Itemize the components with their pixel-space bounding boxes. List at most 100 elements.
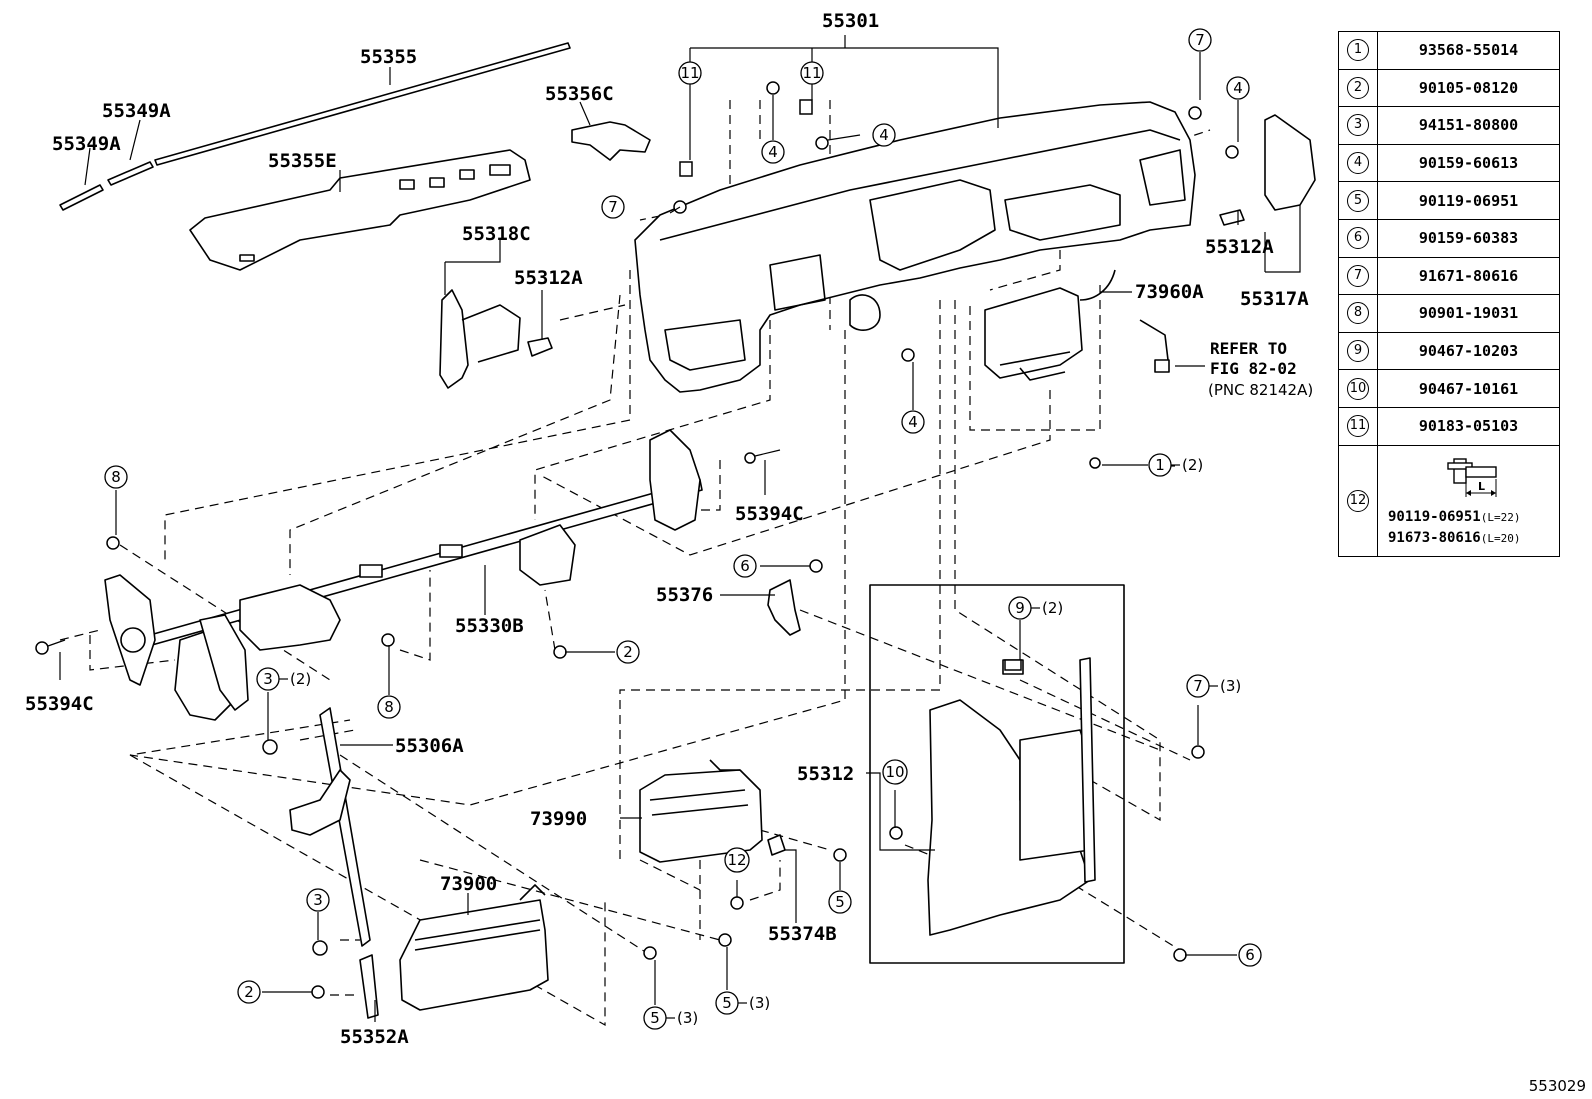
table-index-cell: 1 bbox=[1338, 31, 1378, 70]
svg-text:7: 7 bbox=[608, 198, 618, 216]
part-73960a-airbag bbox=[984, 269, 1170, 381]
label-73990: 73990 bbox=[530, 808, 587, 830]
svg-text:(3): (3) bbox=[749, 994, 770, 1012]
table-index-cell: 7 bbox=[1338, 256, 1378, 296]
bolt-2-mid bbox=[553, 645, 567, 659]
label-55318c: 55318C bbox=[462, 223, 531, 245]
callout-7-top: 7 bbox=[601, 195, 625, 219]
part-73900-glovebox-airbag bbox=[399, 884, 549, 1011]
callout-4-a: 4 bbox=[761, 140, 785, 164]
table-part-cell: 90183-05103 bbox=[1377, 406, 1560, 446]
label-55312a-left: 55312A bbox=[514, 267, 583, 289]
callout-11-right: 11 bbox=[800, 61, 824, 85]
refer-line-3: (PNC 82142A) bbox=[1208, 381, 1313, 399]
table-part-cell: 91671-80616 bbox=[1377, 256, 1560, 296]
svg-text:(2): (2) bbox=[290, 670, 311, 688]
callout-5-b: 5(3) bbox=[715, 991, 770, 1015]
label-55330b: 55330B bbox=[455, 615, 524, 637]
table-part-cell: 90105-08120 bbox=[1377, 68, 1560, 108]
callout-7-low: 7 (3) bbox=[1186, 674, 1241, 698]
svg-text:7: 7 bbox=[1193, 677, 1203, 695]
bolt-55394c-mid bbox=[744, 449, 781, 464]
table-part-cell: 93568-55014 bbox=[1377, 31, 1560, 70]
fasteners bbox=[35, 81, 1239, 999]
svg-text:4: 4 bbox=[908, 413, 918, 431]
part-55301-instrument-panel bbox=[634, 101, 1196, 393]
svg-text:(3): (3) bbox=[1220, 677, 1241, 695]
label-55356c: 55356C bbox=[545, 83, 614, 105]
callout-7-right: 7 bbox=[1188, 28, 1212, 52]
table-index-cell: 5 bbox=[1338, 181, 1378, 220]
svg-text:8: 8 bbox=[111, 468, 121, 486]
bolt-5-a bbox=[643, 946, 657, 960]
table-part-cell: 90159-60383 bbox=[1377, 218, 1560, 258]
svg-text:(3): (3) bbox=[677, 1009, 698, 1027]
refer-line-2: FIG 82-02 bbox=[1210, 359, 1297, 378]
label-55312a-right: 55312A bbox=[1205, 236, 1274, 258]
table-index-cell: 2 bbox=[1338, 68, 1378, 108]
refer-note: REFER TO FIG 82-02 (PNC 82142A) bbox=[1208, 339, 1313, 399]
table-part-cell: 90467-10161 bbox=[1377, 369, 1560, 408]
bolt-3-a bbox=[262, 739, 278, 755]
part-55355-molding bbox=[154, 42, 571, 166]
svg-text:5: 5 bbox=[835, 893, 845, 911]
svg-text:2: 2 bbox=[244, 983, 254, 1001]
bolt-7-low bbox=[1191, 745, 1205, 759]
part-55355e-panel bbox=[189, 149, 531, 271]
callout-1: 1(2) bbox=[1148, 453, 1203, 477]
bolt-55394c-left bbox=[35, 639, 66, 655]
bolt-6-mid bbox=[809, 559, 823, 573]
svg-text:6: 6 bbox=[1245, 946, 1255, 964]
clip-11-a bbox=[679, 161, 693, 177]
callout-11-left: 11 bbox=[678, 61, 702, 85]
svg-text:4: 4 bbox=[768, 143, 778, 161]
alt-part-a: 90119-06951(L=22) bbox=[1388, 508, 1521, 525]
label-55376: 55376 bbox=[656, 584, 713, 606]
bolt-5-c bbox=[833, 848, 847, 862]
part-55330b-reinforcement bbox=[104, 429, 703, 721]
part-55317a-side-panel bbox=[1219, 114, 1316, 226]
callout-12: 12 bbox=[724, 847, 750, 873]
part-55349a-trim-left bbox=[59, 161, 154, 211]
clip-9 bbox=[1004, 659, 1022, 671]
callout-6-low: 6 bbox=[1238, 943, 1262, 967]
callout-3-b: 3 bbox=[306, 888, 330, 912]
svg-text:9: 9 bbox=[1015, 599, 1025, 617]
svg-text:2: 2 bbox=[623, 643, 633, 661]
part-labels: 55301 55355 55349A 55349A 55355E 55356C … bbox=[25, 10, 1309, 1048]
callout-6-mid: 6 bbox=[733, 554, 757, 578]
label-55317a: 55317A bbox=[1240, 288, 1309, 310]
leader-lines bbox=[59, 35, 1301, 1022]
table-part-cell: 90467-10203 bbox=[1377, 331, 1560, 371]
callout-8-mid: 8 bbox=[377, 695, 401, 719]
callout-5-c: 5 bbox=[828, 890, 852, 914]
bolt-3-b bbox=[312, 940, 328, 956]
table-index-cell: 6 bbox=[1338, 218, 1378, 258]
svg-text:6: 6 bbox=[740, 557, 750, 575]
svg-text:12: 12 bbox=[727, 851, 746, 869]
clip-11-b bbox=[799, 99, 813, 115]
svg-text:11: 11 bbox=[680, 64, 699, 82]
svg-text:5: 5 bbox=[650, 1009, 660, 1027]
part-55312-lower-panel bbox=[869, 584, 1125, 964]
callout-8-top: 8 bbox=[104, 465, 128, 489]
callouts: 11 11 4 4 7 7 4 4 1(2) 8 6 2 3(2) 8 9(2)… bbox=[104, 28, 1262, 1030]
sheet-code: 553029 bbox=[1528, 1077, 1586, 1095]
label-55352a: 55352A bbox=[340, 1026, 409, 1048]
bolt-8-top bbox=[106, 536, 120, 550]
label-55374b: 55374B bbox=[768, 923, 837, 945]
svg-text:L: L bbox=[1478, 480, 1485, 493]
callout-2-mid: 2 bbox=[616, 640, 640, 664]
table-index-cell: 11 bbox=[1338, 406, 1378, 446]
